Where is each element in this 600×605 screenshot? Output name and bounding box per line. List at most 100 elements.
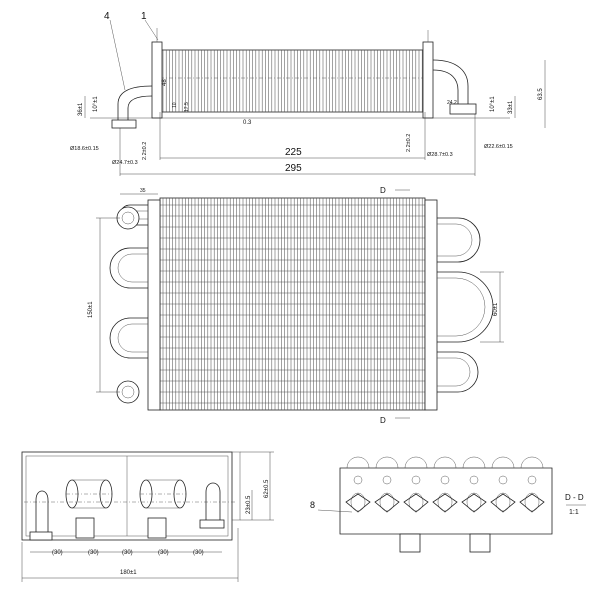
side-view: (30) (30) (30) (30) (30) 180±1 62±0.5 23…: [21, 451, 274, 582]
dim-180: 180±1: [120, 570, 137, 576]
section-upper-hole: [498, 475, 508, 485]
callout-1-leader: [144, 19, 159, 41]
left-inlet-ring: [116, 206, 140, 230]
section-d-bottom: D: [380, 416, 386, 425]
dim-23: 23±0.5: [246, 495, 252, 514]
right-u-bend-inner: [437, 277, 486, 337]
top-right-elbow-outer: [432, 59, 469, 104]
gap-30-1: (30): [52, 550, 63, 556]
dim-36: 36±1: [78, 102, 84, 116]
angle-right: 10°±1: [490, 96, 496, 112]
section-upper-hole: [527, 475, 537, 485]
section-tube-bore: [379, 492, 395, 512]
section-top-scallop: [433, 456, 457, 469]
gap-30-2: (30): [88, 550, 99, 556]
top-right-fitting: [449, 103, 477, 115]
right-u-bend: [437, 351, 479, 393]
side-right-elbow: [205, 482, 221, 520]
section-stub-2: [469, 533, 491, 553]
dim-63-5: 63.5: [538, 88, 544, 100]
section-top-scallop: [462, 456, 486, 469]
callout-1: 1: [141, 11, 147, 22]
top-view: 225 295 4 1 48 36±1 10°±1 17.5 10 0.3 24…: [70, 11, 546, 176]
top-fin-block: [159, 49, 426, 113]
section-upper-hole: [353, 475, 363, 485]
dia-left-outer: Ø24.7±0.3: [112, 160, 138, 166]
dim-24-2: 24.2: [447, 100, 457, 106]
section-upper-hole: [411, 475, 421, 485]
dim-48: 48: [162, 79, 168, 86]
side-tubes: [24, 479, 236, 509]
right-u-bend: [437, 271, 494, 343]
left-u-bend-inner: [117, 253, 148, 283]
section-tube-bore: [495, 492, 511, 512]
dia-left-inner: Ø18.6±0.15: [70, 146, 99, 152]
section-tube-bore: [408, 492, 424, 512]
dim-2-2-right: 2.2±0.2: [406, 134, 412, 152]
section-tube-cells: [345, 456, 545, 513]
right-u-bend-inner: [437, 223, 473, 257]
right-u-bend-inner: [437, 357, 471, 387]
section-d-d-view: 8 D - D 1:1: [310, 456, 586, 553]
section-upper-hole: [440, 475, 450, 485]
top-right-elbow-inner: [432, 69, 459, 104]
section-tube-profile: [490, 493, 516, 513]
section-d-top: D: [380, 186, 386, 195]
dim-60: 60±1: [493, 302, 499, 316]
left-u-bend-inner: [117, 323, 148, 353]
left-outlet-ring: [116, 380, 140, 404]
callout-4-leader: [109, 19, 126, 91]
top-left-fitting: [111, 119, 137, 129]
section-tube-bore: [466, 492, 482, 512]
section-top-scallop: [404, 456, 428, 469]
side-right-flange: [231, 451, 241, 521]
dim-295: 295: [285, 163, 302, 174]
callout-8-leader: [317, 509, 353, 513]
top-fins: [160, 50, 425, 112]
dim-62: 62±0.5: [264, 479, 270, 498]
front-left-end-plate: [147, 199, 161, 411]
gap-30-4: (30): [158, 550, 169, 556]
top-left-elbow-outer: [117, 85, 153, 120]
section-tube-profile: [519, 493, 545, 513]
section-tube-profile: [374, 493, 400, 513]
front-right-end-plate: [424, 199, 438, 411]
dia-right-inner: Ø22.6±0.15: [484, 144, 513, 150]
section-title: D - D: [565, 493, 584, 502]
section-outline: [339, 467, 553, 535]
side-left-elbow: [35, 490, 49, 540]
side-right-fitting: [199, 519, 225, 529]
section-tube-profile: [345, 493, 371, 513]
side-left-fitting: [29, 531, 53, 541]
angle-left: 10°±1: [93, 96, 99, 112]
section-tube-profile: [432, 493, 458, 513]
left-u-bend: [109, 247, 148, 289]
left-inlet-bore: [121, 211, 135, 225]
dim-150: 150±1: [88, 301, 94, 318]
left-outlet-bore: [121, 385, 135, 399]
dim-225: 225: [285, 147, 302, 158]
section-top-scallop: [491, 456, 515, 469]
dim-35: 35: [140, 188, 146, 194]
section-tube-bore: [437, 492, 453, 512]
dia-right-outer: Ø28.7±0.3: [427, 152, 453, 158]
section-upper-hole: [382, 475, 392, 485]
dim-0-3: 0.3: [243, 120, 252, 126]
dim-33: 33±1: [508, 100, 514, 114]
top-left-elbow-inner: [127, 95, 153, 120]
top-left-end-plate: [151, 41, 163, 119]
section-tube-profile: [403, 493, 429, 513]
top-right-end-plate: [422, 41, 434, 119]
section-top-scallop: [520, 456, 544, 469]
section-tube-bore: [350, 492, 366, 512]
callout-8: 8: [310, 500, 315, 510]
front-view: D D 35 150±1 60±1: [88, 186, 504, 425]
gap-30-5: (30): [193, 550, 204, 556]
section-scale: 1:1: [569, 509, 579, 516]
dim-2-2-left: 2.2±0.2: [142, 142, 148, 160]
front-right-bends: [437, 217, 494, 393]
callout-4: 4: [104, 11, 110, 22]
section-upper-hole: [469, 475, 479, 485]
